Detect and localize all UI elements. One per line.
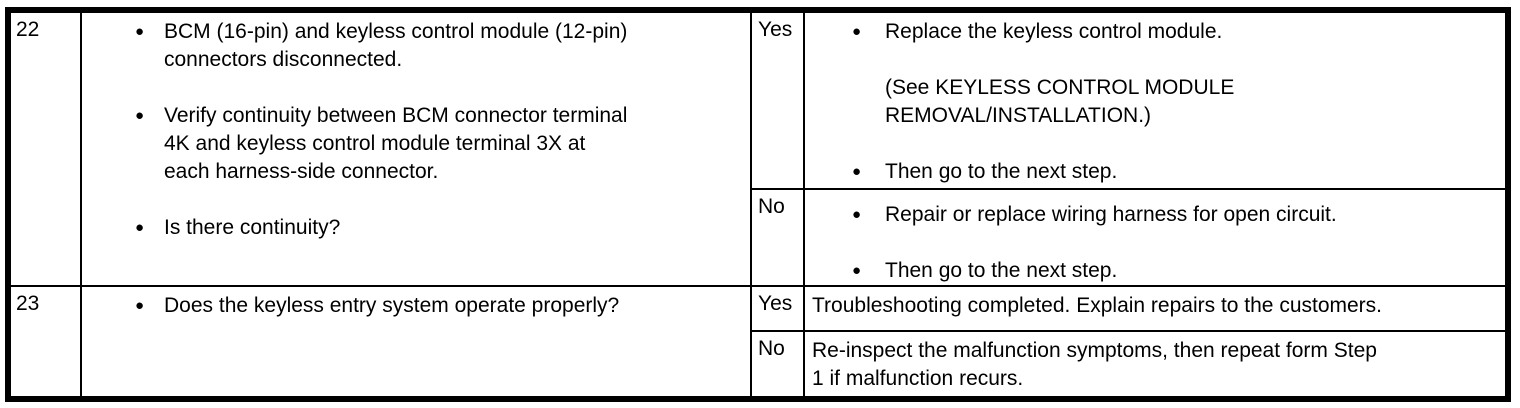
answer-label: No bbox=[758, 195, 785, 218]
action-cell: ● Replace the keyless control module. (S… bbox=[805, 13, 1505, 188]
inspection-cell: ● BCM (16-pin) and keyless control modul… bbox=[82, 13, 752, 285]
step-number: 22 bbox=[16, 18, 40, 41]
answer-cell-no: No bbox=[752, 190, 805, 285]
list-item-text: BCM (16-pin) and keyless control module … bbox=[164, 20, 628, 71]
answer-label: Yes bbox=[758, 292, 793, 315]
action-cell: Troubleshooting completed. Explain repai… bbox=[805, 287, 1505, 330]
result-row-yes: Yes ● Replace the keyless control module… bbox=[752, 13, 1505, 190]
result-row-no: No Re-inspect the malfunction symptoms, … bbox=[752, 332, 1505, 396]
list-item-text: Then go to the next step. bbox=[885, 259, 1118, 282]
bullet-icon: ● bbox=[135, 219, 145, 236]
list-item: ● Does the keyless entry system operate … bbox=[135, 292, 742, 320]
list-item-text: Is there continuity? bbox=[164, 216, 341, 239]
result-row-yes: Yes Troubleshooting completed. Explain r… bbox=[752, 287, 1505, 332]
list-item: ● Repair or replace wiring harness for o… bbox=[852, 201, 1495, 229]
list-item: ● BCM (16-pin) and keyless control modul… bbox=[135, 18, 742, 74]
answer-label: Yes bbox=[758, 18, 793, 41]
bullet-icon: ● bbox=[135, 107, 145, 124]
list-item-continuation: (See KEYLESS CONTROL MODULE REMOVAL/INST… bbox=[852, 74, 1495, 130]
results-column: Yes Troubleshooting completed. Explain r… bbox=[752, 287, 1505, 396]
table-row-step-23: 23 ● Does the keyless entry system opera… bbox=[11, 287, 1505, 396]
bullet-icon: ● bbox=[135, 23, 145, 40]
list-item: ● Replace the keyless control module. bbox=[852, 18, 1495, 46]
answer-label: No bbox=[758, 337, 785, 360]
list-item-text: Verify continuity between BCM connector … bbox=[164, 104, 628, 183]
result-row-no: No ● Repair or replace wiring harness fo… bbox=[752, 190, 1505, 285]
bullet-icon: ● bbox=[852, 23, 862, 40]
action-cell: ● Repair or replace wiring harness for o… bbox=[805, 190, 1505, 285]
action-text: Troubleshooting completed. Explain repai… bbox=[812, 294, 1383, 317]
list-item: ● Verify continuity between BCM connecto… bbox=[135, 102, 742, 186]
inspection-cell: ● Does the keyless entry system operate … bbox=[82, 287, 752, 396]
action-cell: Re-inspect the malfunction symptoms, the… bbox=[805, 332, 1505, 396]
bullet-icon: ● bbox=[135, 297, 145, 314]
troubleshooting-table: 22 ● BCM (16-pin) and keyless control mo… bbox=[5, 7, 1511, 402]
list-item-text: (See KEYLESS CONTROL MODULE REMOVAL/INST… bbox=[885, 76, 1235, 127]
table-row-step-22: 22 ● BCM (16-pin) and keyless control mo… bbox=[11, 13, 1505, 287]
bullet-icon: ● bbox=[852, 262, 862, 279]
step-number: 23 bbox=[16, 292, 40, 315]
results-column: Yes ● Replace the keyless control module… bbox=[752, 13, 1505, 285]
answer-cell-yes: Yes bbox=[752, 13, 805, 188]
answer-cell-no: No bbox=[752, 332, 805, 396]
action-text: Re-inspect the malfunction symptoms, the… bbox=[812, 339, 1377, 390]
list-item-text: Replace the keyless control module. bbox=[885, 20, 1223, 43]
step-number-cell: 22 bbox=[11, 13, 82, 285]
bullet-icon: ● bbox=[852, 163, 862, 180]
list-item-text: Repair or replace wiring harness for ope… bbox=[885, 203, 1337, 226]
bullet-icon: ● bbox=[852, 206, 862, 223]
answer-cell-yes: Yes bbox=[752, 287, 805, 330]
list-item: ● Is there continuity? bbox=[135, 214, 742, 242]
list-item: ● Then go to the next step. bbox=[852, 158, 1495, 186]
list-item: ● Then go to the next step. bbox=[852, 257, 1495, 285]
list-item-text: Does the keyless entry system operate pr… bbox=[164, 294, 620, 317]
list-item-text: Then go to the next step. bbox=[885, 160, 1118, 183]
step-number-cell: 23 bbox=[11, 287, 82, 396]
